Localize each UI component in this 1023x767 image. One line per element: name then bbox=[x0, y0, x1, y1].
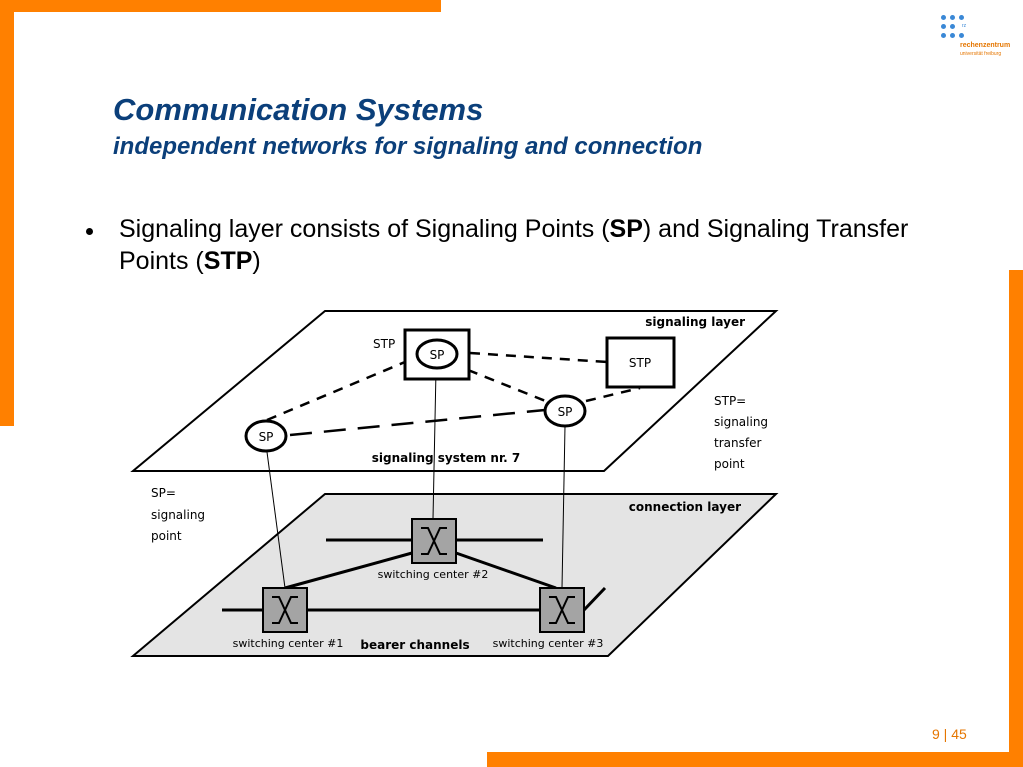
bullet-part-1: Signaling layer consists of Signaling Po… bbox=[119, 215, 610, 243]
sp-legend-line: point bbox=[151, 529, 182, 543]
bearer-channels-label: bearer channels bbox=[360, 638, 469, 652]
page-total: 45 bbox=[951, 726, 967, 742]
control-link bbox=[432, 369, 437, 520]
bearer-channel bbox=[284, 551, 413, 590]
sp-legend-line: signaling bbox=[151, 508, 205, 522]
signaling-layer-title: signaling layer bbox=[645, 315, 745, 329]
stp-box-2 bbox=[605, 336, 676, 389]
bullet-part-3: ) bbox=[252, 247, 261, 275]
sp-legend: SP= signaling point bbox=[151, 486, 205, 543]
switching-center-2-label: switching center #2 bbox=[378, 568, 489, 581]
logo-name: rechenzentrum bbox=[960, 42, 1011, 49]
signaling-link bbox=[266, 360, 406, 422]
control-link bbox=[561, 425, 566, 589]
switching-center-1 bbox=[262, 587, 308, 633]
bearer-channel bbox=[455, 551, 557, 590]
signaling-link bbox=[585, 386, 641, 403]
page-separator: | bbox=[939, 726, 952, 742]
stp-legend-line: transfer bbox=[714, 436, 761, 450]
bottom-accent-bar bbox=[487, 752, 1023, 767]
sp-legend-line: SP= bbox=[151, 486, 176, 500]
stp-legend-line: signaling bbox=[714, 415, 768, 429]
slide-subtitle: independent networks for signaling and c… bbox=[113, 133, 703, 160]
stp-legend-line: STP= bbox=[714, 394, 746, 408]
signaling-system-label: signaling system nr. 7 bbox=[372, 451, 521, 465]
stp-sp-node bbox=[415, 338, 459, 370]
switching-center-1-label: switching center #1 bbox=[233, 637, 344, 650]
stp-sp-node-label: SP bbox=[430, 348, 445, 362]
bullet-bold-sp: SP bbox=[609, 215, 643, 243]
stp-legend-line: point bbox=[714, 457, 745, 471]
logo-subname: universität freiburg bbox=[960, 51, 1002, 57]
crosspoint-icon bbox=[421, 527, 447, 555]
slide-title: Communication Systems bbox=[113, 92, 484, 127]
signaling-link bbox=[467, 368, 549, 404]
logo-rz: rz bbox=[962, 23, 967, 29]
crosspoint-icon bbox=[272, 596, 298, 624]
sp-node-1-label: SP bbox=[259, 430, 274, 444]
connection-layer-title: connection layer bbox=[629, 500, 741, 514]
signaling-link bbox=[289, 408, 546, 437]
top-accent-bar bbox=[0, 0, 441, 12]
page-current: 9 bbox=[932, 726, 940, 742]
right-accent-bar bbox=[1009, 270, 1023, 767]
control-link bbox=[266, 451, 286, 589]
crosspoint-icon bbox=[549, 596, 575, 624]
bullet-part-2: ) and Signaling Transfer Points ( bbox=[119, 215, 909, 275]
page-number: 9 | 45 bbox=[932, 726, 967, 742]
bullet-bold-stp: STP bbox=[203, 247, 253, 275]
switching-center-2 bbox=[411, 518, 457, 564]
stp-box-2-label: STP bbox=[629, 356, 651, 370]
stp-legend: STP= signaling transfer point bbox=[714, 394, 768, 471]
stp-label: STP bbox=[373, 337, 395, 351]
university-logo: rz rechenzentrum universität freiburg bbox=[940, 14, 1015, 60]
sp-node-2-label: SP bbox=[558, 405, 573, 419]
sp-node-1 bbox=[244, 419, 288, 453]
bullet-dot-icon bbox=[86, 228, 93, 235]
switching-center-3 bbox=[539, 587, 585, 633]
bearer-channel bbox=[582, 586, 607, 612]
bullet-text: Signaling layer consists of Signaling Po… bbox=[119, 213, 939, 277]
signaling-link bbox=[469, 351, 608, 364]
left-accent-bar bbox=[0, 0, 14, 426]
sp-node-2 bbox=[543, 394, 587, 428]
switching-center-3-label: switching center #3 bbox=[493, 637, 604, 650]
